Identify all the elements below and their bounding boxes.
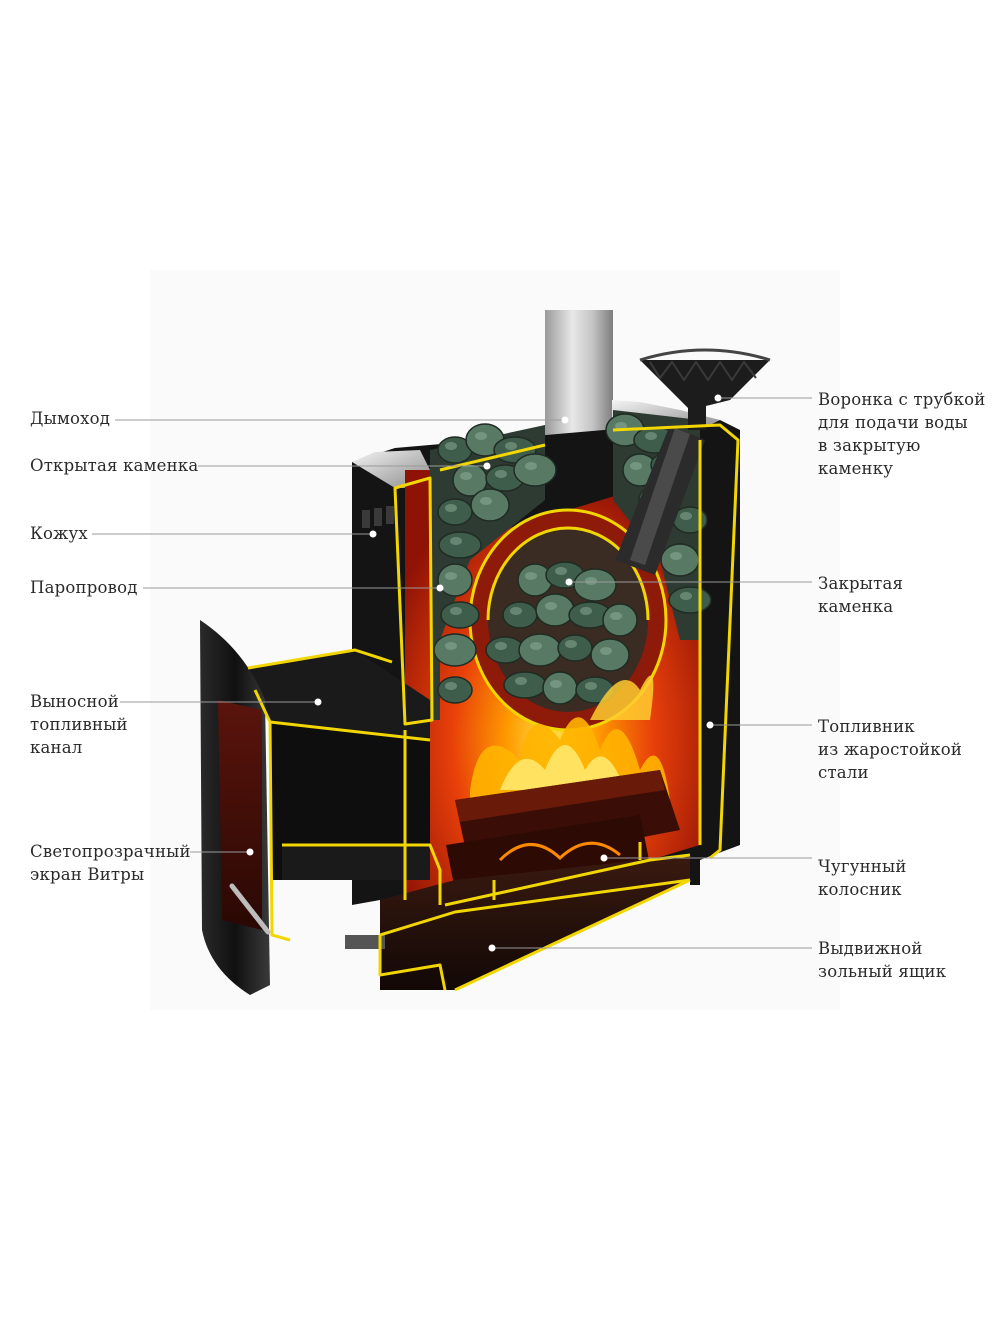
leader-lines <box>92 397 812 949</box>
stone-highlight <box>445 504 457 512</box>
stone-highlight <box>525 462 537 470</box>
leader-dot-water-funnel <box>714 394 722 402</box>
stone <box>513 453 557 487</box>
stone-highlight <box>480 497 492 505</box>
label-fuel-channel: Выносной топливный канал <box>30 692 128 757</box>
stone <box>438 531 482 559</box>
stone-highlight <box>475 432 487 440</box>
leader-dot-steam-duct <box>436 584 444 592</box>
stone <box>668 586 712 614</box>
label-chimney: Дымоход <box>30 409 111 428</box>
label-casing: Кожух <box>30 524 88 543</box>
leader-dot-fuel-channel <box>314 698 322 706</box>
stone-highlight <box>525 572 537 580</box>
stone <box>503 671 547 699</box>
stone-highlight <box>445 572 457 580</box>
stone <box>602 603 638 637</box>
stone <box>437 498 473 526</box>
stone <box>660 543 700 577</box>
stone <box>542 671 578 705</box>
firewood-logs <box>446 770 680 895</box>
stone-highlight <box>680 592 692 600</box>
leader-dot-casing <box>369 530 377 538</box>
leader-dot-vitra-screen <box>246 848 254 856</box>
stone-highlight <box>630 462 642 470</box>
external-fuel-channel <box>248 650 430 880</box>
label-firebox: Топливник из жаростойкой стали <box>818 717 963 782</box>
stone-highlight <box>450 607 462 615</box>
stone-highlight <box>550 680 562 688</box>
stone <box>437 676 473 704</box>
stone-highlight <box>585 577 597 585</box>
stone <box>470 488 510 522</box>
stone <box>590 638 630 672</box>
stone-highlight <box>445 682 457 690</box>
stone-highlight <box>645 432 657 440</box>
casing-louvers <box>362 506 394 528</box>
stone <box>437 563 473 597</box>
stone-highlight <box>495 470 507 478</box>
stone <box>535 593 575 627</box>
label-grate: Чугунный колосник <box>818 857 907 899</box>
stone-highlight <box>530 642 542 650</box>
cutaway-outline <box>247 423 740 992</box>
vitra-door <box>200 620 271 995</box>
label-open-heater: Открытая каменка <box>30 456 199 475</box>
stone <box>440 601 480 629</box>
ash-drawer <box>345 855 690 990</box>
stone-highlight <box>515 677 527 685</box>
stone-highlight <box>555 567 567 575</box>
stone-highlight <box>450 537 462 545</box>
label-vitra-screen: Светопрозрачный экран Витры <box>30 842 191 884</box>
leader-dot-open-heater <box>483 462 491 470</box>
stones <box>433 413 712 705</box>
stone-highlight <box>545 602 557 610</box>
leader-dot-grate <box>600 854 608 862</box>
stone-highlight <box>600 647 612 655</box>
stone-highlight <box>510 607 522 615</box>
stone-highlight <box>460 472 472 480</box>
stone-highlight <box>610 612 622 620</box>
stone <box>573 568 617 602</box>
stone-highlight <box>565 640 577 648</box>
stone-highlight <box>580 607 592 615</box>
stone-highlight <box>585 682 597 690</box>
water-funnel <box>615 348 771 575</box>
leader-dots <box>246 394 722 952</box>
stone-highlight <box>445 442 457 450</box>
leader-dot-firebox <box>706 721 714 729</box>
label-steam-duct: Паропровод <box>30 578 138 597</box>
stone <box>502 601 538 629</box>
label-closed-heater: Закрытая каменка <box>818 574 904 616</box>
stone-highlight <box>505 442 517 450</box>
leader-dot-chimney <box>561 416 569 424</box>
stone <box>557 634 593 662</box>
label-ash-drawer: Выдвижной зольный ящик <box>818 939 947 981</box>
stone-highlight <box>445 642 457 650</box>
stone <box>518 633 562 667</box>
stone-highlight <box>680 512 692 520</box>
stone-highlight <box>495 642 507 650</box>
stone <box>433 633 477 667</box>
label-water-funnel: Воронка с трубкой для подачи воды в закр… <box>818 390 986 478</box>
leader-dot-ash-drawer <box>488 944 496 952</box>
leader-dot-closed-heater <box>565 578 573 586</box>
stone-highlight <box>670 552 682 560</box>
